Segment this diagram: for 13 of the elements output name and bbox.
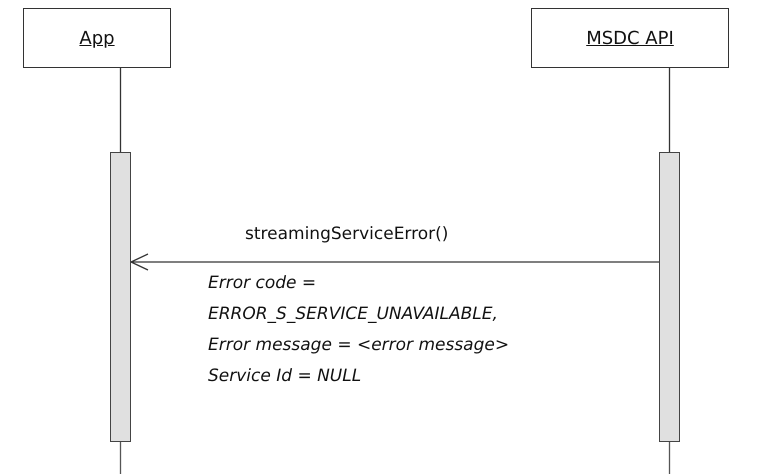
lifeline: [120, 68, 122, 152]
message-note: Error code = ERROR_S_SERVICE_UNAVAILABLE,: [208, 272, 499, 326]
participant-name: App: [79, 28, 115, 48]
lifeline: [668, 68, 670, 152]
message-note: Service Id = NULL: [208, 365, 362, 388]
activation-bar: [110, 152, 131, 442]
activation-bar: [659, 152, 680, 442]
message-label: streamingServiceError(): [245, 224, 448, 244]
message-note: Error message = <error message>: [208, 334, 510, 357]
participant-box: [23, 8, 171, 68]
message-arrow: [130, 253, 659, 271]
participant-box: [531, 8, 729, 68]
participant-name: MSDC API: [586, 28, 674, 48]
